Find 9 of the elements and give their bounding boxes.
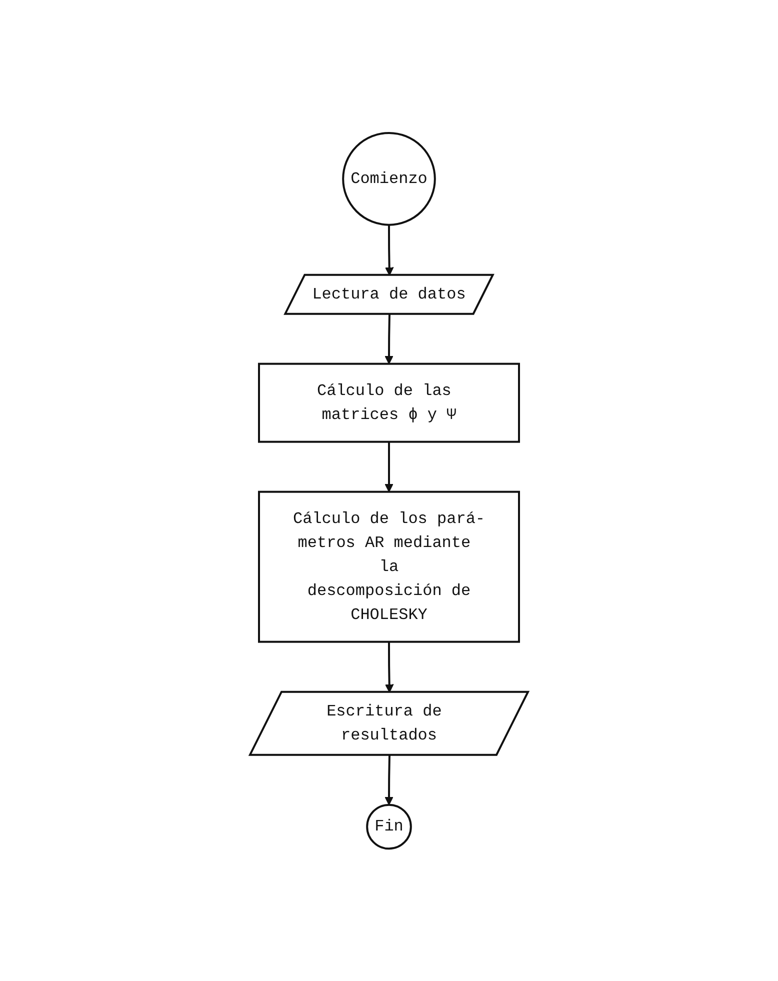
arrow <box>384 314 394 364</box>
arrow <box>384 754 394 805</box>
node-box: Cálculo de las matrices ϕ y Ψ <box>258 362 520 442</box>
node-circle: Comienzo <box>342 132 436 226</box>
arrow <box>384 642 394 692</box>
arrow <box>384 224 394 276</box>
node-circle: Fin <box>366 804 412 850</box>
node-box: Cálculo de los pará- metros AR mediante la descomposición de CHOLESKY <box>258 490 520 642</box>
arrow <box>384 442 394 492</box>
